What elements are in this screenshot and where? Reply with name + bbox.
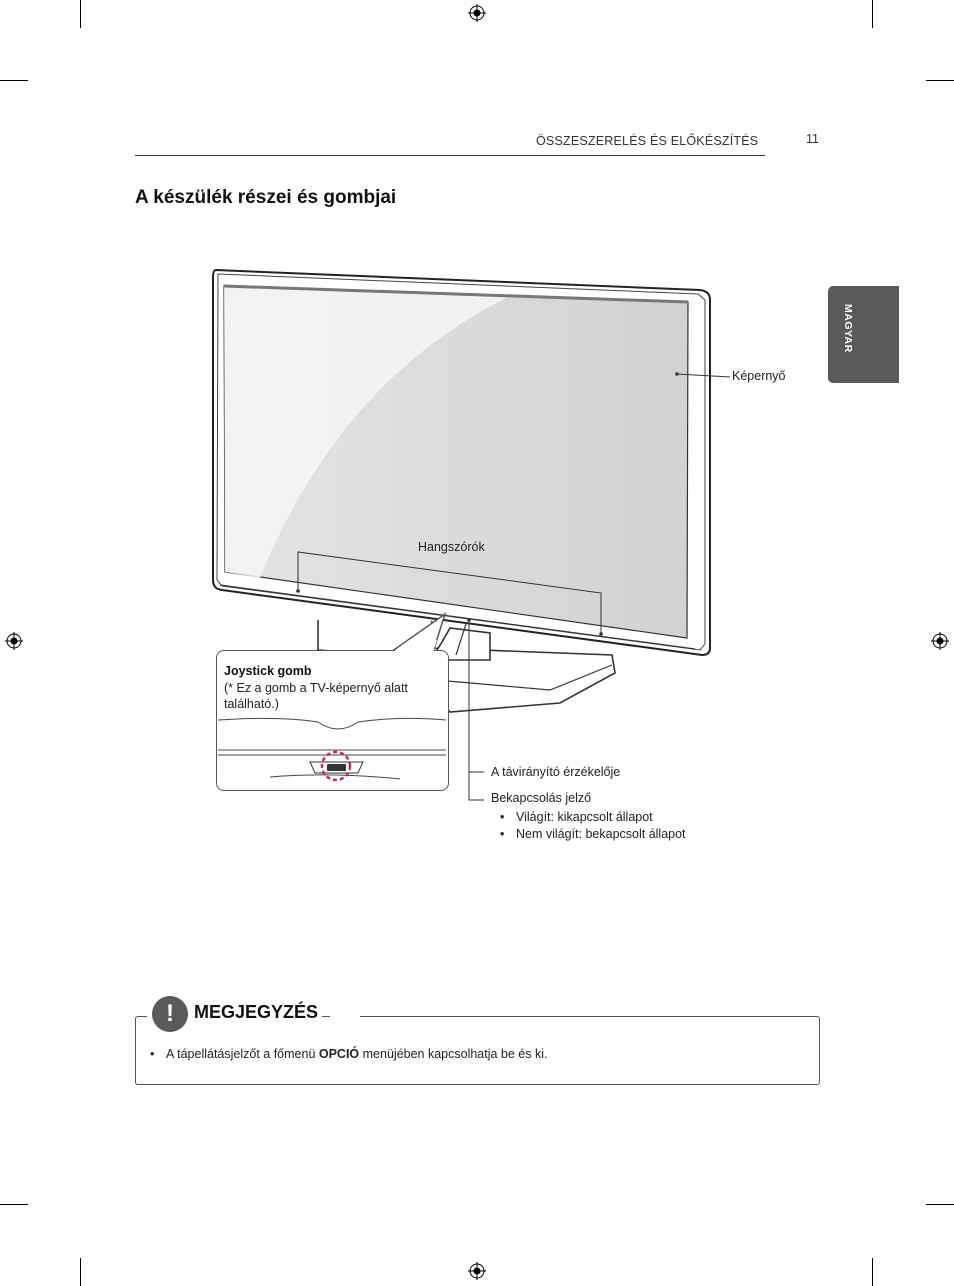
joystick-title: Joystick gomb bbox=[224, 664, 312, 678]
header-rule bbox=[135, 155, 765, 156]
remote-sensor-label: A távirányító érzékelője bbox=[491, 765, 621, 779]
note-text-after: menüjében kapcsolhatja be és ki. bbox=[359, 1047, 548, 1061]
joystick-detail-illustration bbox=[218, 717, 446, 782]
list-item: Világít: kikapcsolt állapot bbox=[500, 809, 686, 826]
note-title: MEGJEGYZÉS bbox=[194, 1002, 319, 1022]
exclamation-icon: ! bbox=[152, 996, 188, 1032]
indicator-callout-lines bbox=[468, 700, 484, 801]
language-tab-label: MAGYAR bbox=[842, 304, 854, 353]
joystick-note: (* Ez a gomb a TV-képernyő alatt találha… bbox=[224, 681, 408, 711]
note-text-before: A tápellátásjelzőt a főmenü bbox=[166, 1047, 319, 1061]
note-text: A tápellátásjelzőt a főmenü OPCIÓ menüjé… bbox=[150, 1047, 547, 1061]
list-item: Nem világít: bekapcsolt állapot bbox=[500, 826, 686, 843]
language-tab: MAGYAR bbox=[828, 286, 899, 383]
power-indicator-label: Bekapcsolás jelző bbox=[491, 791, 592, 805]
screen-label: Képernyő bbox=[732, 369, 786, 383]
joystick-button-icon bbox=[327, 764, 346, 771]
page-number: 11 bbox=[806, 132, 819, 146]
callout-pointer-mask bbox=[393, 640, 437, 652]
tv-illustration bbox=[212, 268, 730, 730]
speakers-label: Hangszórók bbox=[418, 540, 485, 554]
crop-mark bbox=[872, 1258, 873, 1286]
crop-mark bbox=[80, 1258, 81, 1286]
note-text-bold: OPCIÓ bbox=[318, 1047, 360, 1061]
registration-mark-icon bbox=[468, 1262, 486, 1280]
note-gap bbox=[330, 1015, 360, 1018]
crop-mark bbox=[926, 1204, 954, 1205]
power-states-list: Világít: kikapcsolt állapot Nem világít:… bbox=[500, 809, 686, 843]
crop-mark bbox=[0, 80, 28, 81]
crop-mark bbox=[0, 1204, 28, 1205]
section-title: A készülék részei és gombjai bbox=[135, 187, 397, 208]
crop-mark bbox=[872, 0, 873, 28]
crop-mark bbox=[80, 0, 81, 28]
registration-mark-icon bbox=[468, 4, 486, 22]
note-box bbox=[135, 1016, 820, 1085]
registration-mark-icon bbox=[931, 632, 949, 650]
registration-mark-icon bbox=[5, 632, 23, 650]
note-title-wrap: MEGJEGYZÉS bbox=[190, 1002, 323, 1023]
crop-mark bbox=[926, 80, 954, 81]
running-header: ÖSSZESZERELÉS ÉS ELŐKÉSZÍTÉS bbox=[536, 134, 759, 148]
